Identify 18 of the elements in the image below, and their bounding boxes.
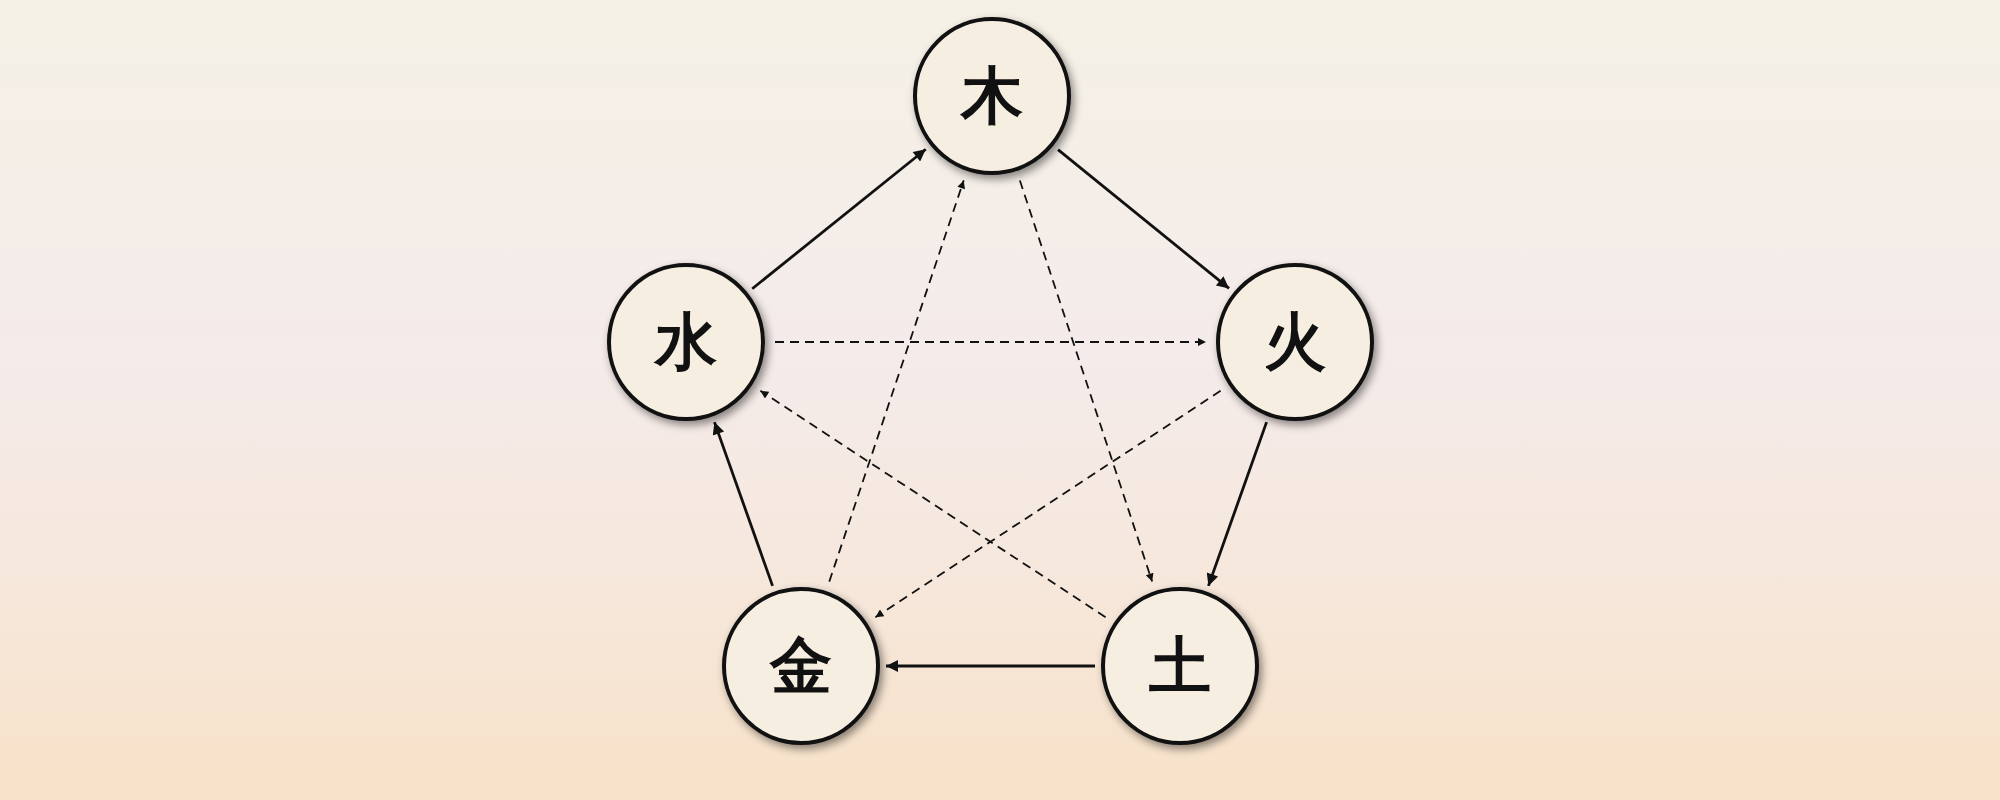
element-label: 木 xyxy=(961,65,1023,127)
dashed-arrow xyxy=(874,389,1222,619)
arrow xyxy=(886,660,1095,672)
arrow xyxy=(1057,148,1230,290)
element-circle xyxy=(913,17,1071,175)
dashed-arrow xyxy=(828,179,965,583)
element-label: 水 xyxy=(655,311,717,373)
dashed-arrow xyxy=(759,389,1107,619)
element-label: 土 xyxy=(1149,635,1211,697)
arrow xyxy=(1206,421,1268,587)
arrow xyxy=(751,148,927,290)
dashed-arrow xyxy=(774,338,1207,346)
element-circle xyxy=(1101,587,1259,745)
element-circle xyxy=(1216,263,1374,421)
dashed-arrow xyxy=(1019,179,1154,583)
element-label: 火 xyxy=(1264,311,1326,373)
element-label: 金 xyxy=(770,635,832,697)
arrow xyxy=(712,421,774,587)
